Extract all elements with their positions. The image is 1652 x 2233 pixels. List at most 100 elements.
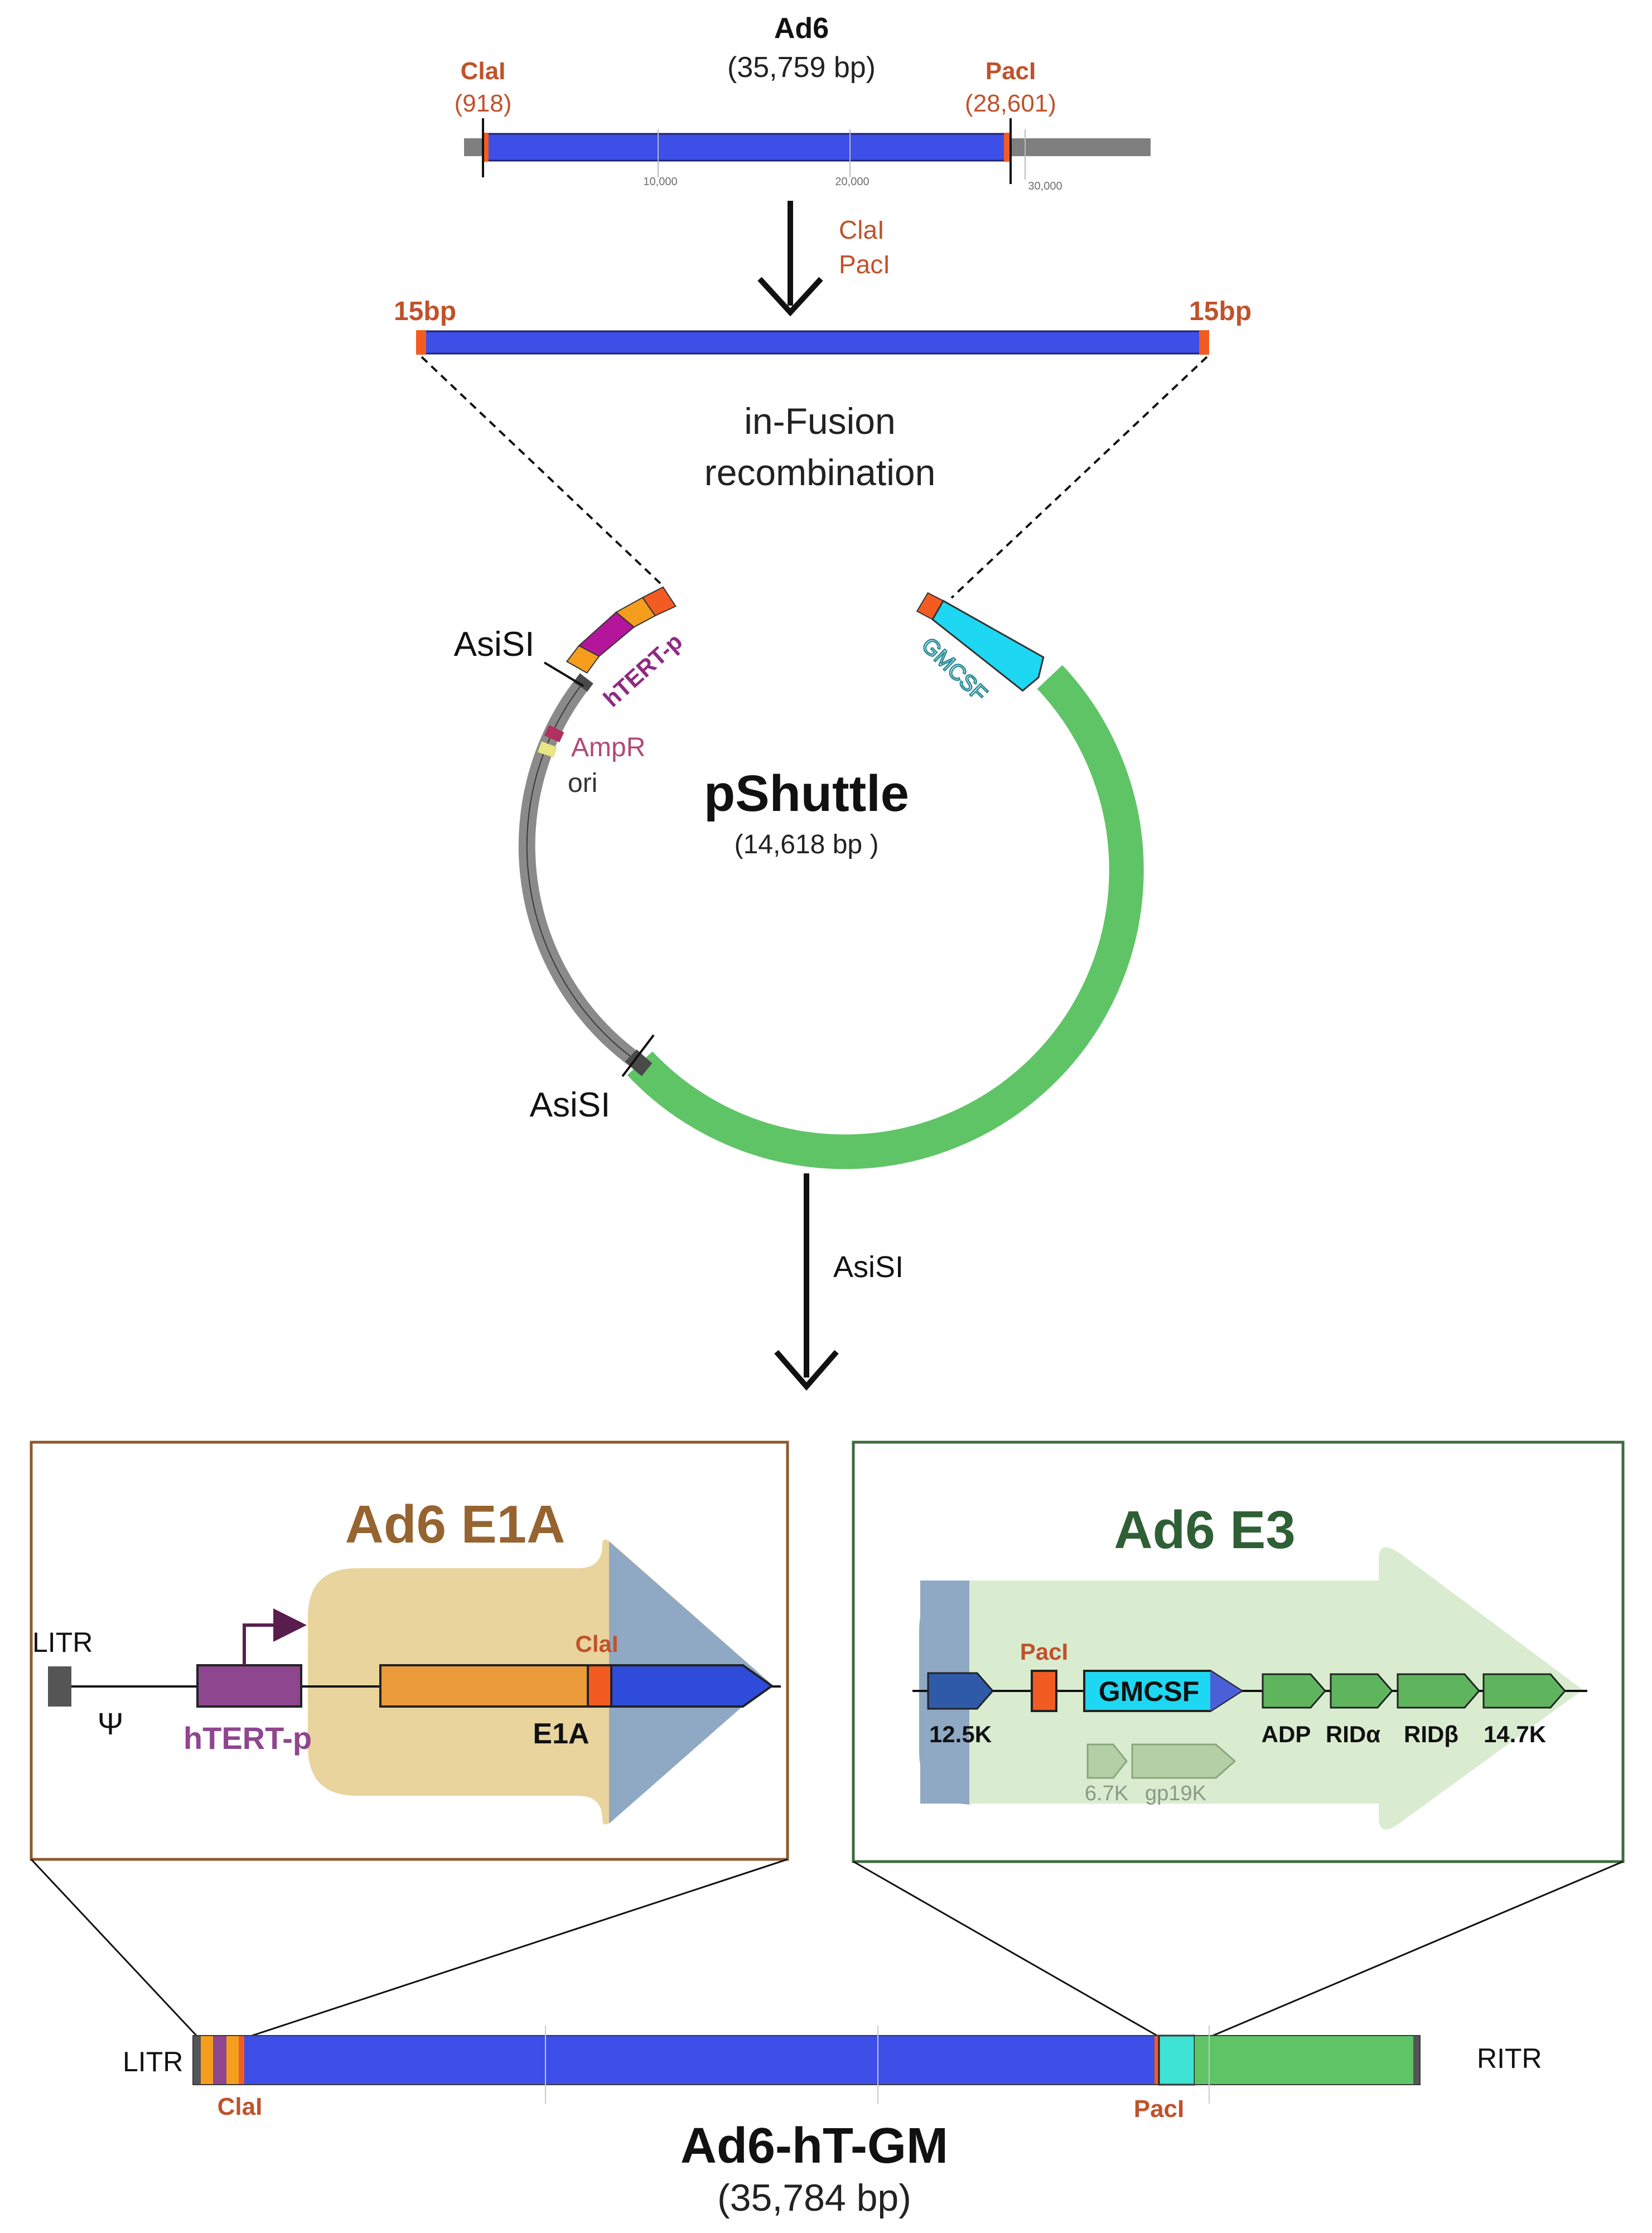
final-litr-cap <box>193 2036 201 2085</box>
e1a-connector-right <box>248 1858 788 2038</box>
e3-connector-left <box>853 1860 1160 2038</box>
gene-12-5k-arrow <box>927 1672 994 1710</box>
final-ritr-cap <box>1413 2036 1420 2085</box>
ad6-title: Ad6 <box>774 12 829 45</box>
label-adp: ADP <box>1262 1721 1311 1747</box>
ori-marker <box>538 741 558 758</box>
final-orange-left <box>201 2036 213 2085</box>
gene-rida-arrow <box>1330 1673 1393 1709</box>
final-litr-label: LITR <box>123 2046 183 2077</box>
zoom-connectors <box>30 1858 1624 2038</box>
final-clai-marker <box>239 2036 244 2085</box>
left-dashed-guide <box>421 356 663 586</box>
ruler-label-30000: 30,000 <box>1028 180 1062 192</box>
insert-fragment: 15bp 15bp in-Fusion recombination <box>394 297 1252 599</box>
e1a-clai-label: ClaI <box>575 1631 618 1657</box>
clai-site-position: (918) <box>455 90 512 117</box>
right-overlap-label: 15bp <box>1189 297 1252 326</box>
e1a-connector-left <box>30 1858 199 2038</box>
final-paci-label: PacI <box>1134 2095 1185 2123</box>
final-genome-size: (35,784 bp) <box>717 2177 911 2219</box>
gene-ridb-arrow <box>1397 1673 1480 1709</box>
linearize-arrow-head <box>774 1350 839 1391</box>
transcription-start-arrow <box>243 1608 307 1665</box>
plasmid-dark-segment <box>573 673 593 692</box>
asisi-top-label: AsiSI <box>454 625 535 664</box>
gene-gp19k-arrow <box>1131 1743 1236 1779</box>
gene-6-7k-arrow <box>1086 1743 1128 1779</box>
final-blue-body <box>244 2036 1155 2085</box>
ad6-size-label: (35,759 bp) <box>727 51 876 84</box>
htert-promoter-box <box>196 1664 302 1708</box>
pshuttle-plasmid: AsiSI AsiSI hTERT-p GMCSF AmpR ori pShut… <box>454 586 1144 1169</box>
e1a-panel-title: Ad6 E1A <box>345 1495 566 1554</box>
e3-paci-label: PacI <box>1020 1638 1068 1665</box>
paci-site-marker <box>1004 133 1011 162</box>
final-ritr-label: RITR <box>1477 2043 1542 2074</box>
genome-blue-body <box>482 133 1011 162</box>
linearize-enzyme-label: AsiSI <box>833 1250 904 1284</box>
final-genome: LITR RITR ClaI PacI Ad6-hT-GM (35,784 bp… <box>123 2026 1542 2219</box>
ampr-marker <box>544 725 564 743</box>
ampr-label: AmpR <box>571 733 645 762</box>
e1a-gene-label: E1A <box>533 1718 589 1750</box>
label-ridb: RIDβ <box>1404 1721 1458 1747</box>
final-genome-outline <box>192 2035 1421 2085</box>
genome-left-grey-end <box>464 138 484 156</box>
paci-site-label: PacI <box>986 57 1036 85</box>
asisi-top-cut <box>543 661 585 687</box>
digest-enzyme-paci: PacI <box>839 250 890 279</box>
ruler-label-20000: 20,000 <box>835 176 869 188</box>
final-clai-label: ClaI <box>218 2093 263 2120</box>
label-14-7k: 14.7K <box>1484 1721 1546 1747</box>
gmcsf-insert-arrow <box>931 600 1045 692</box>
ad6-genome-section: Ad6 (35,759 bp) ClaI (918) PacI (28,601)… <box>455 12 1151 192</box>
e1a-blue-arrow <box>610 1664 774 1708</box>
genome-right-grey-end <box>1007 138 1151 156</box>
right-overlap-marker <box>1199 330 1209 355</box>
digest-arrow: ClaI PacI <box>757 201 890 317</box>
htert-overlap-marker <box>641 586 677 617</box>
plasmid-e3-green-arc <box>627 665 1144 1169</box>
asisi-bottom-cut <box>621 1034 655 1077</box>
label-gp19k: gp19K <box>1145 1782 1206 1805</box>
e1a-htert-label: hTERT-p <box>183 1720 312 1756</box>
e1a-litr-block <box>48 1666 71 1707</box>
pshuttle-size: (14,618 bp ) <box>735 830 879 859</box>
linearize-arrow: AsiSI <box>774 1173 904 1391</box>
final-paci-marker <box>1155 2036 1159 2085</box>
recombination-label-1: in-Fusion <box>744 400 895 442</box>
label-6-7k: 6.7K <box>1085 1782 1128 1805</box>
paci-site-position: (28,601) <box>965 90 1056 117</box>
digest-enzyme-clai: ClaI <box>839 215 885 244</box>
final-htert-purple <box>213 2036 226 2085</box>
final-orange-right <box>226 2036 239 2085</box>
digest-arrow-head <box>757 277 823 317</box>
e1a-panel: Ad6 E1A LITR Ψ hTERT-p ClaI E1A <box>30 1441 789 1861</box>
e1a-psi-symbol: Ψ <box>98 1706 124 1741</box>
final-gmcsf-cyan <box>1158 2034 1196 2086</box>
ruler-label-10000: 10,000 <box>643 176 677 188</box>
clai-site-label: ClaI <box>461 57 506 85</box>
e3-connector-right <box>1210 1860 1624 2038</box>
e3-panel-title: Ad6 E3 <box>1114 1500 1295 1560</box>
e3-paci-box <box>1031 1670 1057 1712</box>
gmcsf-arrow-tip <box>1210 1671 1242 1711</box>
e3-gmcsf-label: GMCSF <box>1099 1676 1200 1707</box>
recombination-label-2: recombination <box>704 452 936 493</box>
gene-adp-arrow <box>1262 1673 1326 1709</box>
left-overlap-marker <box>416 330 426 355</box>
e3-panel: Ad6 E3 PacI GMCSF 12.5K ADP RIDα RIDβ 14… <box>852 1441 1625 1863</box>
ori-label: ori <box>568 768 597 798</box>
fragment-blue-bar <box>416 330 1209 355</box>
asisi-bottom-label: AsiSI <box>530 1086 611 1124</box>
label-rida: RIDα <box>1326 1721 1380 1747</box>
gene-14-7k-arrow <box>1482 1673 1566 1709</box>
plasmid-dark-segment <box>625 1049 653 1076</box>
left-overlap-label: 15bp <box>394 297 456 326</box>
final-e3-green <box>1195 2036 1413 2085</box>
e1a-clai-box <box>587 1664 612 1708</box>
final-genome-name: Ad6-hT-GM <box>680 2118 948 2174</box>
e1a-litr-label: LITR <box>32 1627 93 1658</box>
